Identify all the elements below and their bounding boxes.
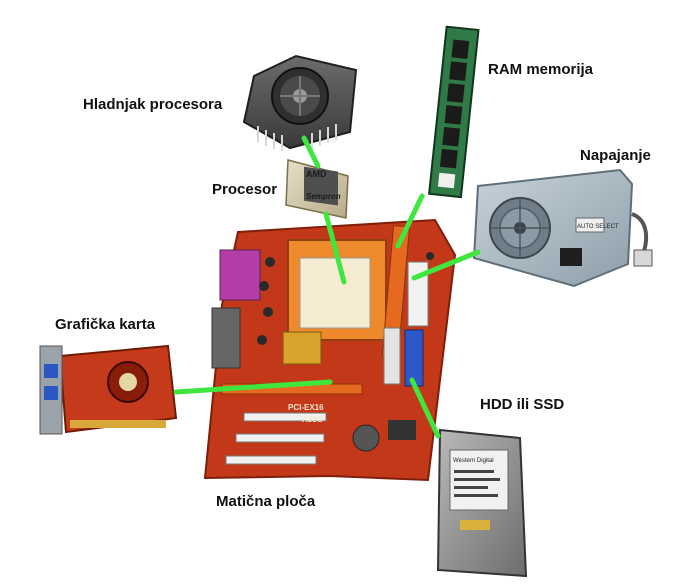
label-cpu: Procesor xyxy=(212,181,278,198)
label-motherboard: Matična ploča xyxy=(216,493,316,510)
label-gpu: Grafička karta xyxy=(55,316,156,333)
graphics-card-image xyxy=(39,344,178,435)
connector-cpu xyxy=(323,211,347,285)
connector-psu xyxy=(411,249,481,281)
label-storage: HDD ili SSD xyxy=(480,396,565,413)
label-psu: Napajanje xyxy=(580,147,651,164)
hdd-brand-text: Western Digital xyxy=(453,458,494,464)
connector-gpu xyxy=(173,379,333,395)
cpu-chip-image: AMD Sempron xyxy=(285,159,349,219)
connector-hdd xyxy=(409,377,441,439)
ram-module-image xyxy=(428,25,480,199)
connector-cooler xyxy=(301,135,321,169)
label-ram: RAM memorija xyxy=(488,61,594,78)
power-supply-image: AUTO SELECT xyxy=(472,168,653,288)
motherboard-image: PCI-EX16 A33G xyxy=(203,218,457,482)
cpu-brand-text: AMD xyxy=(306,169,327,179)
connector-lines xyxy=(173,135,481,439)
connector-ram xyxy=(395,193,425,249)
label-cpu-cooler: Hladnjak procesora xyxy=(83,96,223,113)
chipset-label-text: A33G xyxy=(302,415,323,424)
hard-disk-image: Western Digital xyxy=(436,428,528,578)
cpu-cooler-image xyxy=(242,54,358,151)
slot-label-text: PCI-EX16 xyxy=(288,403,324,412)
cpu-model-text: Sempron xyxy=(306,192,341,201)
psu-sticker-text: AUTO SELECT xyxy=(577,224,619,230)
